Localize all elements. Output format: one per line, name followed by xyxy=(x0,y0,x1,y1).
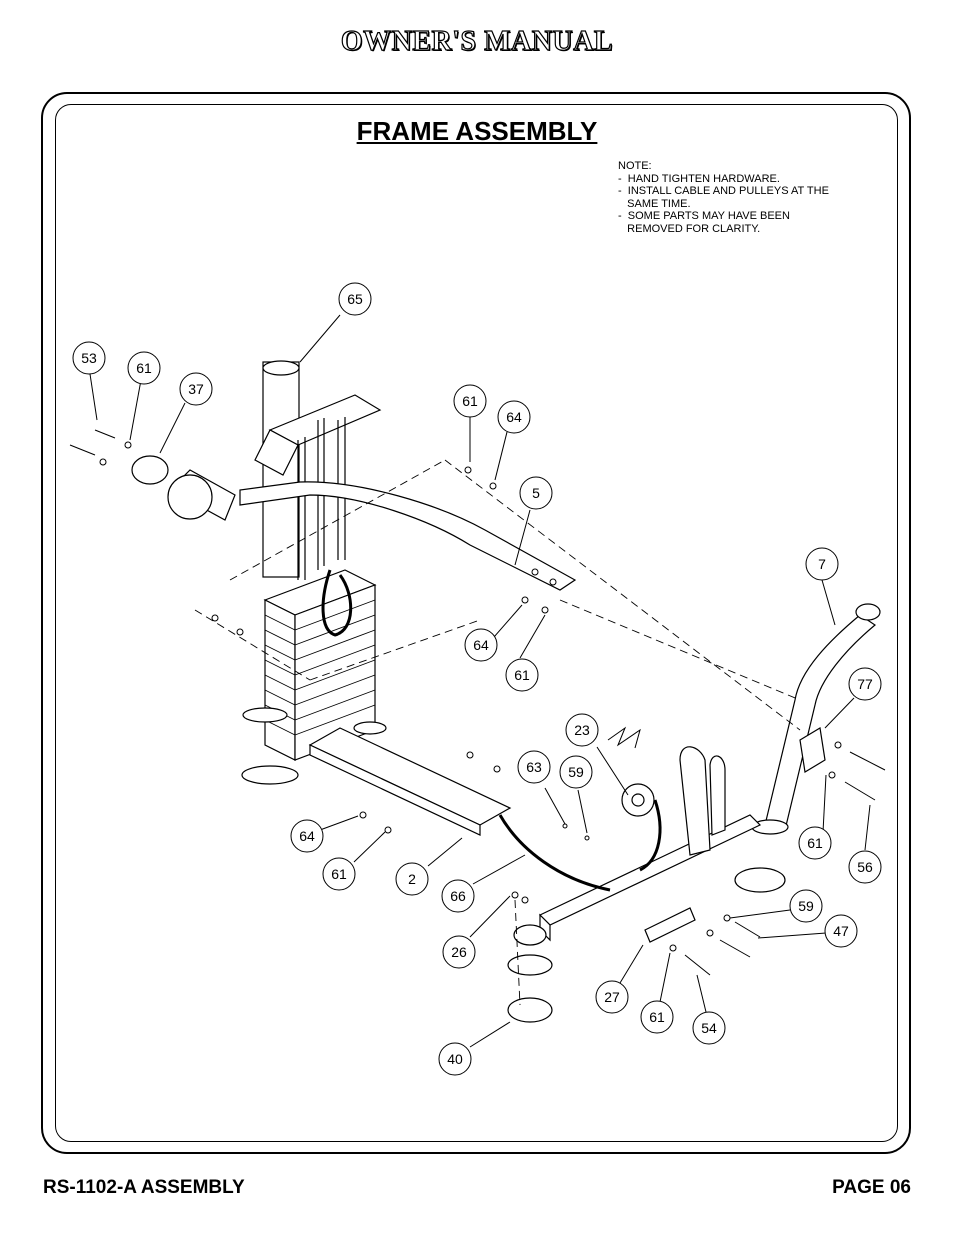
svg-text:5: 5 xyxy=(532,485,540,501)
footer-page-number: PAGE 06 xyxy=(832,1177,911,1198)
callout-7: 7 xyxy=(805,547,839,581)
svg-text:61: 61 xyxy=(331,866,347,882)
footer-model: RS-1102-A ASSEMBLY xyxy=(43,1177,245,1198)
callout-40: 40 xyxy=(438,1042,472,1076)
callout-61: 61 xyxy=(640,1000,674,1034)
callout-23: 23 xyxy=(565,713,599,747)
callout-64: 64 xyxy=(464,628,498,662)
assembly-notes: NOTE: - HAND TIGHTEN HARDWARE. - INSTALL… xyxy=(618,160,878,235)
svg-text:7: 7 xyxy=(818,556,826,572)
svg-text:64: 64 xyxy=(299,828,315,844)
svg-text:65: 65 xyxy=(347,291,363,307)
callout-5: 5 xyxy=(519,476,553,510)
callout-26: 26 xyxy=(442,935,476,969)
callout-53: 53 xyxy=(72,341,106,375)
svg-text:61: 61 xyxy=(462,393,478,409)
diagram-drawing xyxy=(69,360,886,1023)
page-title: OWNER'S MANUAL xyxy=(340,25,614,57)
note-line: REMOVED FOR CLARITY. xyxy=(618,222,761,235)
svg-text:59: 59 xyxy=(568,764,584,780)
svg-text:61: 61 xyxy=(514,667,530,683)
svg-text:77: 77 xyxy=(857,676,873,692)
callout-61: 61 xyxy=(322,857,356,891)
svg-text:37: 37 xyxy=(188,381,204,397)
outer-border-frame xyxy=(41,92,911,1154)
note-line: - INSTALL CABLE AND PULLEYS AT THE xyxy=(618,185,829,197)
svg-text:47: 47 xyxy=(833,923,849,939)
callout-54: 54 xyxy=(692,1011,726,1045)
svg-text:56: 56 xyxy=(857,859,873,875)
svg-text:61: 61 xyxy=(649,1009,665,1025)
callout-63: 63 xyxy=(517,750,551,784)
note-line: - SOME PARTS MAY HAVE BEEN xyxy=(618,210,790,222)
callout-27: 27 xyxy=(595,980,629,1014)
svg-text:40: 40 xyxy=(447,1051,463,1067)
callout-59: 59 xyxy=(789,889,823,923)
section-title: FRAME ASSEMBLY xyxy=(356,116,598,146)
svg-text:64: 64 xyxy=(473,637,489,653)
svg-text:66: 66 xyxy=(450,888,466,904)
callout-64: 64 xyxy=(290,819,324,853)
callout-66: 66 xyxy=(441,879,475,913)
callout-61: 61 xyxy=(453,384,487,418)
svg-text:53: 53 xyxy=(81,350,97,366)
callout-77: 77 xyxy=(848,667,882,701)
callout-61: 61 xyxy=(798,826,832,860)
callout-37: 37 xyxy=(179,372,213,406)
callout-56: 56 xyxy=(848,850,882,884)
callout-61: 61 xyxy=(127,351,161,385)
callout-47: 47 xyxy=(824,914,858,948)
svg-text:59: 59 xyxy=(798,898,814,914)
svg-text:26: 26 xyxy=(451,944,467,960)
svg-text:54: 54 xyxy=(701,1020,717,1036)
inner-border-frame xyxy=(55,104,898,1142)
svg-text:61: 61 xyxy=(807,835,823,851)
callout-2: 2 xyxy=(395,862,429,896)
leader-lines xyxy=(89,314,871,1048)
svg-text:27: 27 xyxy=(604,989,620,1005)
svg-text:2: 2 xyxy=(408,871,416,887)
callout-61: 61 xyxy=(505,658,539,692)
note-heading: NOTE: xyxy=(618,160,652,172)
svg-text:63: 63 xyxy=(526,759,542,775)
svg-text:64: 64 xyxy=(506,409,522,425)
svg-text:61: 61 xyxy=(136,360,152,376)
callout-59: 59 xyxy=(559,755,593,789)
svg-text:23: 23 xyxy=(574,722,590,738)
part-callouts: 65 53 61 37 61 64 5 7 64 61 77 23 63 59 … xyxy=(72,282,882,1076)
callout-65: 65 xyxy=(338,282,372,316)
callout-64: 64 xyxy=(497,400,531,434)
note-line: SAME TIME. xyxy=(618,197,691,210)
note-line: - HAND TIGHTEN HARDWARE. xyxy=(618,172,780,185)
